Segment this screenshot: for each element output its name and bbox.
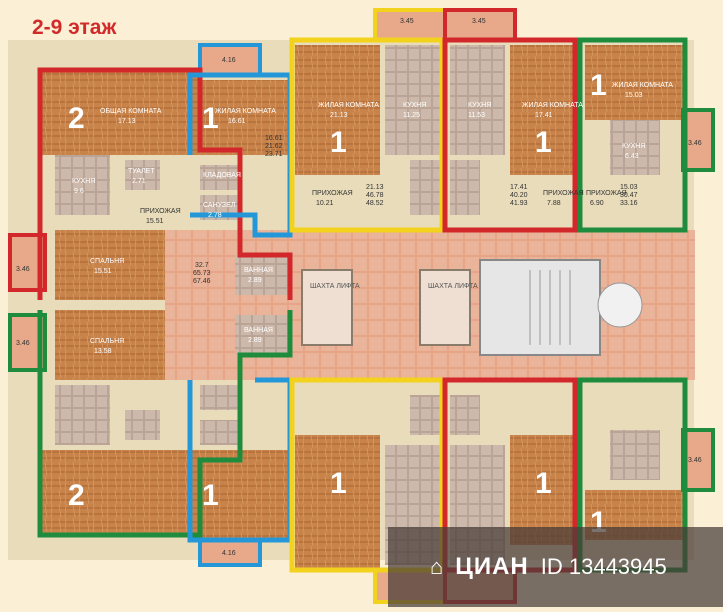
room-obshaya-bottom bbox=[40, 450, 200, 535]
room-bedroom-bottom bbox=[55, 310, 165, 380]
svg-text:1: 1 bbox=[202, 102, 219, 135]
room-a2-kitchen-top bbox=[450, 45, 505, 155]
svg-text:2: 2 bbox=[68, 102, 85, 135]
room-a3-living-top bbox=[510, 45, 580, 175]
floor-title: 2-9 этаж bbox=[32, 16, 117, 39]
svg-text:1: 1 bbox=[330, 467, 347, 500]
cian-logo: ЦИАН bbox=[455, 553, 529, 580]
svg-text:1: 1 bbox=[535, 126, 552, 159]
room-1r-living-bottom bbox=[190, 450, 290, 540]
lift-shaft-right bbox=[419, 269, 471, 346]
svg-text:1: 1 bbox=[590, 69, 607, 102]
room-bath-top bbox=[235, 255, 290, 295]
room-kitchen-bottom-left bbox=[55, 385, 110, 445]
room-toilet-bottom bbox=[125, 410, 160, 440]
room-a1-living-top bbox=[295, 45, 380, 175]
svg-text:1: 1 bbox=[330, 126, 347, 159]
room-kitchen-top-left bbox=[55, 155, 110, 215]
room-bedroom-top bbox=[55, 230, 165, 300]
listing-id: ID 13443945 bbox=[540, 554, 667, 579]
room-obshaya-top bbox=[40, 70, 200, 155]
svg-text:1: 1 bbox=[535, 467, 552, 500]
cian-logo-icon: ⌂ bbox=[430, 554, 444, 579]
room-bath-bottom bbox=[235, 315, 290, 355]
room-a1-kitchen-top bbox=[385, 45, 440, 155]
room-toilet-top bbox=[125, 160, 160, 190]
room-a1-living-bottom bbox=[295, 435, 380, 570]
room-a3-living-bottom bbox=[510, 435, 580, 545]
lift-shaft-left bbox=[301, 269, 353, 346]
svg-text:2: 2 bbox=[68, 479, 85, 512]
cian-watermark: ⌂ ЦИАН ID 13443945 bbox=[388, 527, 723, 607]
svg-text:1: 1 bbox=[202, 479, 219, 512]
room-a4-living-top bbox=[585, 45, 685, 120]
room-1r-living-top bbox=[190, 80, 290, 155]
